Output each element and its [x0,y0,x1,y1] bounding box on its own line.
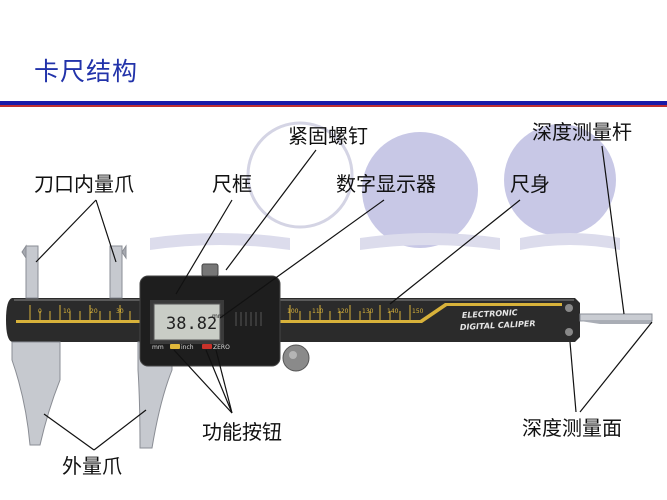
slider-frame: 38.82 mm mm inch ZERO [139,263,281,367]
label-depth-rod: 深度测量杆 [532,120,632,144]
scale-band-left [16,320,146,323]
scale-number: 130 [362,308,374,315]
label-frame: 尺框 [212,172,252,196]
leader-depth-face-1 [569,341,577,413]
bg-band-left [150,233,290,250]
scale-number: 30 [116,308,124,315]
scale-number: 20 [90,308,98,315]
lcd-screen [153,303,221,341]
leader-display [219,199,385,319]
brand-line-2: DIGITAL CALIPER [460,319,536,332]
leader-depth-rod [601,145,625,315]
scale-number: 100 [287,308,299,315]
bg-circle-lavender [362,132,478,248]
leader-frame [175,199,233,295]
mm-inch-button [170,344,180,349]
bg-circle-lavender-right [504,124,616,236]
label-buttons: 功能按钮 [202,420,282,444]
leader-lock-screw [225,149,317,271]
label-depth-face: 深度测量面 [522,416,622,440]
scale-number: 110 [312,308,324,315]
leader-button-1 [173,349,233,414]
scale-number: 150 [412,308,424,315]
scale-number: 140 [387,308,399,315]
thumb-wheel [282,344,310,372]
scale-number: 10 [63,308,71,315]
scale-ticks [29,305,411,320]
label-lock-screw: 紧固螺钉 [288,124,368,148]
leader-inner-jaw-right [95,199,117,263]
brand-line-1: ELECTRONIC [462,308,518,320]
slide-title: 卡尺结构 [34,57,139,86]
leader-inner-jaw-left [35,199,97,263]
fixed-jaw [11,244,61,446]
leader-depth-face-2 [579,321,653,413]
bg-circle-outline [246,121,354,229]
lcd-unit: mm [212,313,224,320]
bg-band-right [520,233,620,250]
callout-lines [35,145,653,451]
leader-button-2 [205,349,233,414]
beam-screw-bottom [565,328,573,336]
button-label-zero: ZERO [213,344,230,351]
depth-rod [579,313,653,324]
title-rule-red [0,105,667,107]
scale-number: 0 [38,308,42,315]
scale-band-right [280,303,562,323]
sliding-jaw [109,244,173,449]
leader-outer-jaw-left [43,413,95,451]
beam-screw-top [565,304,573,312]
lock-screw [201,263,219,277]
lcd-reading: 38.82 [166,314,217,334]
zero-button [202,344,212,349]
label-inner-jaws: 刀口内量爪 [34,172,134,196]
leader-main-beam [389,199,521,305]
leader-outer-jaw-right [93,409,147,451]
scale-number: 120 [337,308,349,315]
label-main-beam: 尺身 [510,172,550,196]
button-label-mm: mm [152,344,164,351]
button-label-inch: inch [181,344,194,351]
leader-button-3 [215,349,233,414]
title-rule-blue [0,101,667,105]
main-beam [6,298,580,342]
thumb-wheel-highlight [289,351,297,359]
label-display: 数字显示器 [336,172,436,196]
label-outer-jaws: 外量爪 [62,454,122,478]
scale-numbers: 0 10 20 30 100 110 120 130 140 150 [38,308,424,315]
bg-band-mid [360,233,500,250]
